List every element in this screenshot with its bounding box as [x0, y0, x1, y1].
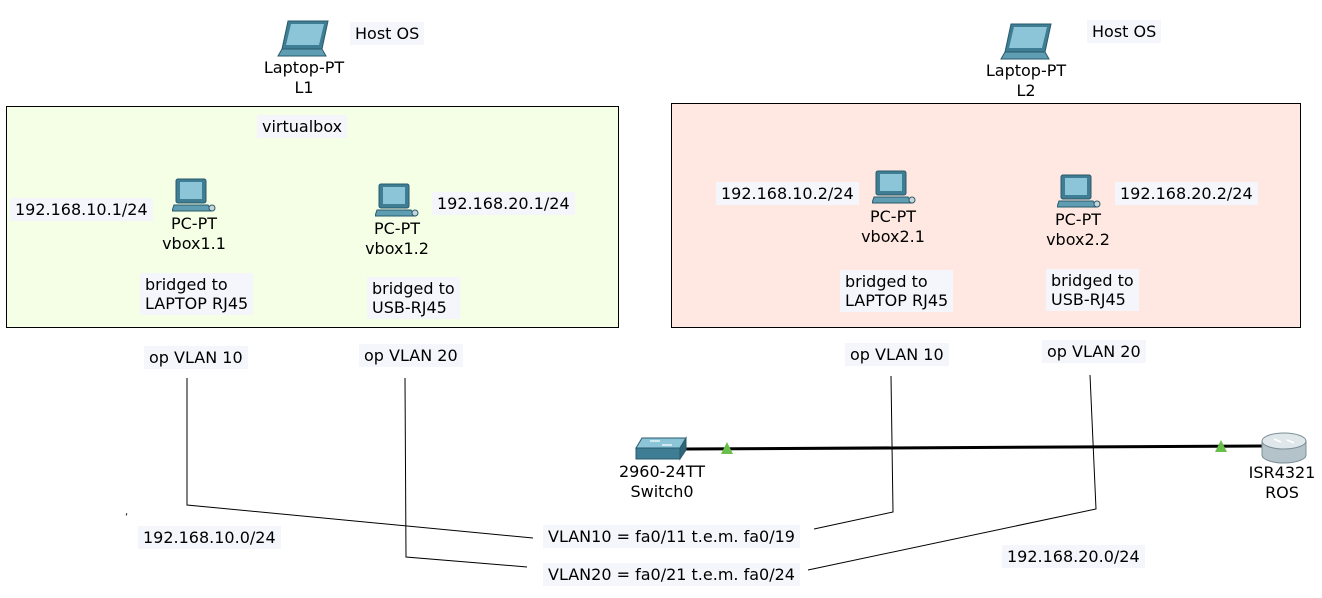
device-type: PC-PT	[1054, 210, 1101, 229]
laptop-label-l1: Laptop-PT L1	[254, 58, 354, 98]
bridge-note-line: LAPTOP RJ45	[145, 294, 249, 313]
device-name: L2	[1016, 81, 1036, 100]
vlan20-port-range: VLAN20 = fa0/21 t.e.m. fa0/24	[543, 563, 800, 586]
vlan-note-vbox1-2: op VLAN 20	[359, 344, 463, 367]
bridge-note-line: USB-RJ45	[372, 298, 447, 317]
bridge-note-vbox2-2: bridged to USB-RJ45	[1046, 269, 1139, 311]
router-label: ISR4321 ROS	[1232, 463, 1322, 503]
bridge-note-line: LAPTOP RJ45	[845, 291, 949, 310]
ip-note-vbox1-1: 192.168.10.1/24	[10, 198, 153, 221]
device-name: ROS	[1265, 483, 1299, 502]
device-type: PC-PT	[170, 214, 217, 233]
bridge-note-line: bridged to	[845, 272, 928, 291]
stray-mark: ‘	[125, 512, 129, 523]
virtualbox-note: virtualbox	[257, 115, 348, 138]
vlan-note-vbox2-1: op VLAN 10	[845, 343, 949, 366]
vlan-note-vbox2-2: op VLAN 20	[1042, 340, 1146, 363]
pc-icon[interactable]	[872, 169, 918, 207]
vlan10-wire-right	[813, 375, 894, 530]
vlan20-wire-left	[404, 377, 528, 568]
pc-label-vbox1-2: PC-PT vbox1.2	[347, 219, 447, 259]
pc-icon[interactable]	[172, 177, 218, 215]
device-type: ISR4321	[1248, 463, 1316, 482]
vlan-note-vbox1-1: op VLAN 10	[144, 346, 248, 369]
vlan20-wire-right	[807, 374, 1097, 571]
ip-note-vbox2-1: 192.168.10.2/24	[716, 182, 859, 205]
laptop-icon[interactable]	[999, 22, 1055, 62]
link-light-router	[1215, 440, 1227, 452]
pc-icon[interactable]	[1057, 173, 1103, 211]
laptop-label-l2: Laptop-PT L2	[976, 61, 1076, 101]
bridge-note-line: bridged to	[1051, 271, 1134, 290]
host-os-note-l1: Host OS	[350, 22, 425, 45]
subnet-vlan10: 192.168.10.0/24	[138, 526, 281, 549]
device-type: Laptop-PT	[263, 58, 345, 77]
ip-note-vbox2-2: 192.168.20.2/24	[1115, 182, 1258, 205]
bridge-note-line: bridged to	[372, 279, 455, 298]
virtualbox-zone-l2	[671, 103, 1301, 328]
switch-label: 2960-24TT Switch0	[612, 462, 712, 502]
pc-icon[interactable]	[375, 182, 421, 220]
device-name: vbox2.1	[861, 227, 925, 246]
device-type: PC-PT	[869, 207, 916, 226]
switch-router-link	[685, 444, 1263, 451]
device-name: vbox1.1	[162, 234, 226, 253]
switch-icon[interactable]	[634, 436, 688, 462]
vlan10-wire-left	[186, 378, 534, 539]
pc-label-vbox2-1: PC-PT vbox2.1	[843, 207, 943, 247]
router-icon[interactable]	[1259, 431, 1309, 465]
bridge-note-line: USB-RJ45	[1051, 290, 1126, 309]
vlan10-port-range: VLAN10 = fa0/11 t.e.m. fa0/19	[543, 525, 800, 548]
device-type: 2960-24TT	[618, 462, 706, 481]
device-name: vbox1.2	[365, 239, 429, 258]
ip-note-vbox1-2: 192.168.20.1/24	[432, 192, 575, 215]
bridge-note-vbox2-1: bridged to LAPTOP RJ45	[840, 270, 954, 312]
bridge-note-vbox1-1: bridged to LAPTOP RJ45	[140, 273, 254, 315]
device-type: PC-PT	[373, 219, 420, 238]
bridge-note-line: bridged to	[145, 275, 228, 294]
pc-label-vbox2-2: PC-PT vbox2.2	[1028, 210, 1128, 250]
bridge-note-vbox1-2: bridged to USB-RJ45	[367, 277, 460, 319]
device-name: L1	[294, 78, 314, 97]
laptop-icon[interactable]	[276, 19, 332, 59]
subnet-vlan20: 192.168.20.0/24	[1002, 545, 1145, 568]
device-name: Switch0	[630, 482, 694, 501]
pc-label-vbox1-1: PC-PT vbox1.1	[144, 214, 244, 254]
device-name: vbox2.2	[1046, 230, 1110, 249]
link-light-switch	[721, 442, 733, 454]
device-type: Laptop-PT	[985, 61, 1067, 80]
host-os-note-l2: Host OS	[1087, 20, 1162, 43]
